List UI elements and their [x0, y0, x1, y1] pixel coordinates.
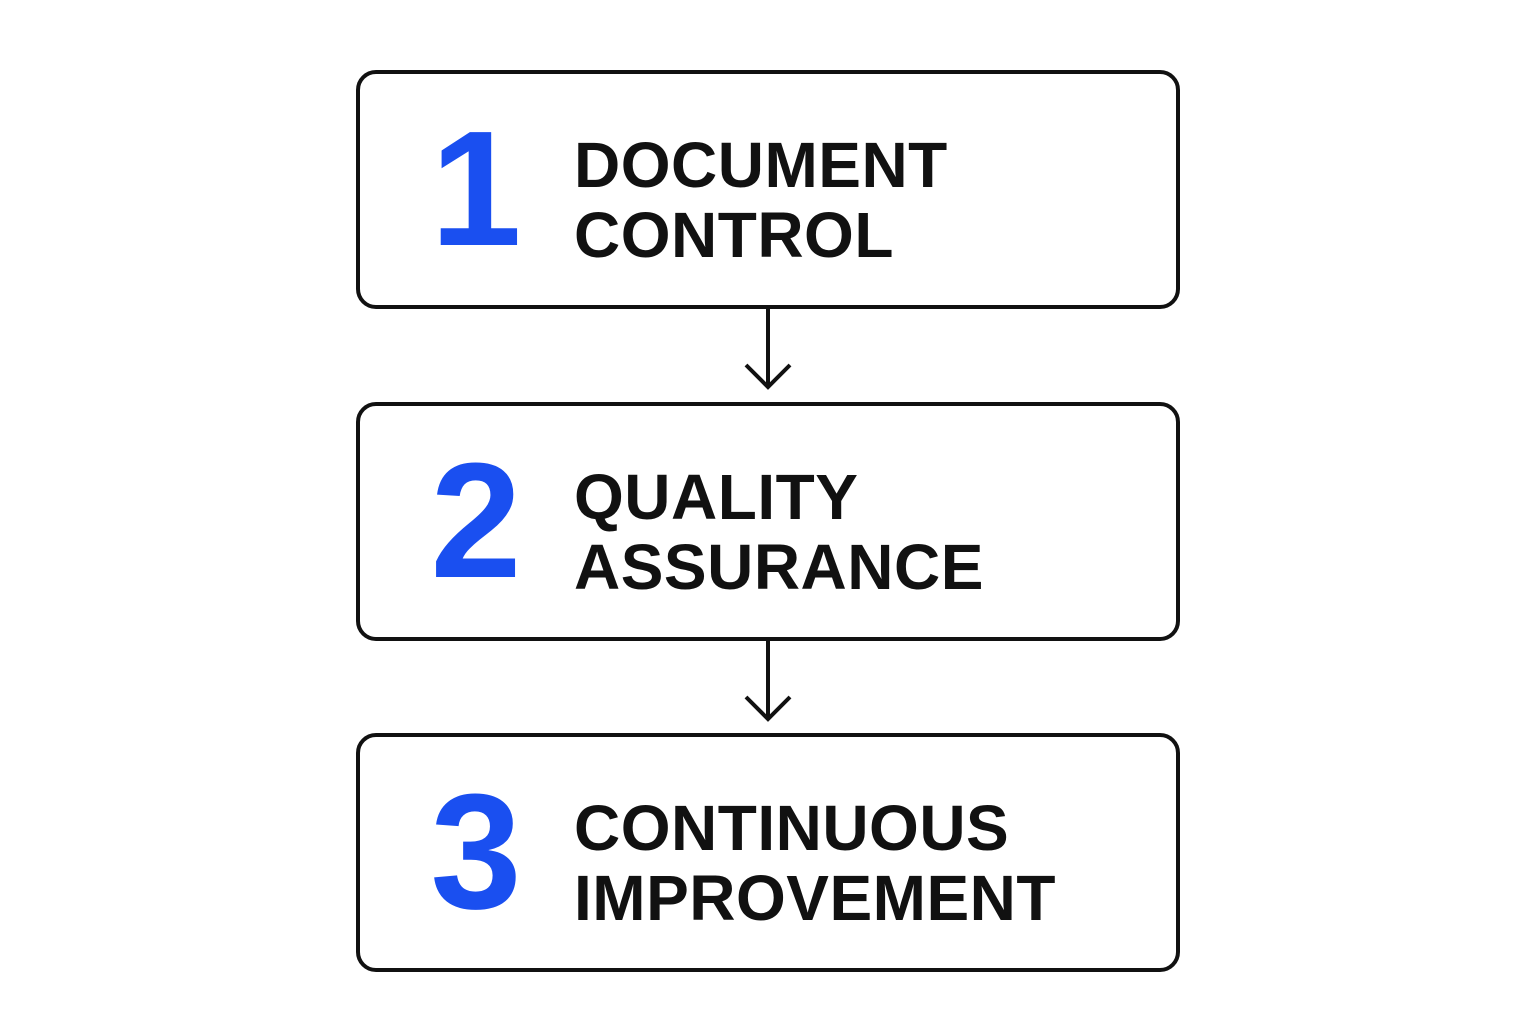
step-number-3: 3 — [430, 760, 522, 943]
step-label-3-line1: CONTINUOUS — [574, 792, 1010, 864]
step-label-3: CONTINUOUS IMPROVEMENT — [574, 793, 1056, 933]
step-label-2-line2: ASSURANCE — [574, 531, 984, 603]
step-box-1: 1 DOCUMENT CONTROL — [356, 70, 1180, 309]
step-box-3: 3 CONTINUOUS IMPROVEMENT — [356, 733, 1180, 972]
step-box-2: 2 QUALITY ASSURANCE — [356, 402, 1180, 641]
step-number-2: 2 — [430, 429, 522, 612]
down-arrow-icon — [744, 309, 792, 390]
down-arrow-icon — [744, 641, 792, 722]
step-label-3-line2: IMPROVEMENT — [574, 862, 1056, 934]
step-number-1: 1 — [430, 97, 522, 280]
step-label-2-line1: QUALITY — [574, 461, 859, 533]
step-label-2: QUALITY ASSURANCE — [574, 462, 984, 602]
step-label-1-line1: DOCUMENT — [574, 129, 948, 201]
step-label-1: DOCUMENT CONTROL — [574, 130, 948, 270]
step-label-1-line2: CONTROL — [574, 199, 894, 271]
